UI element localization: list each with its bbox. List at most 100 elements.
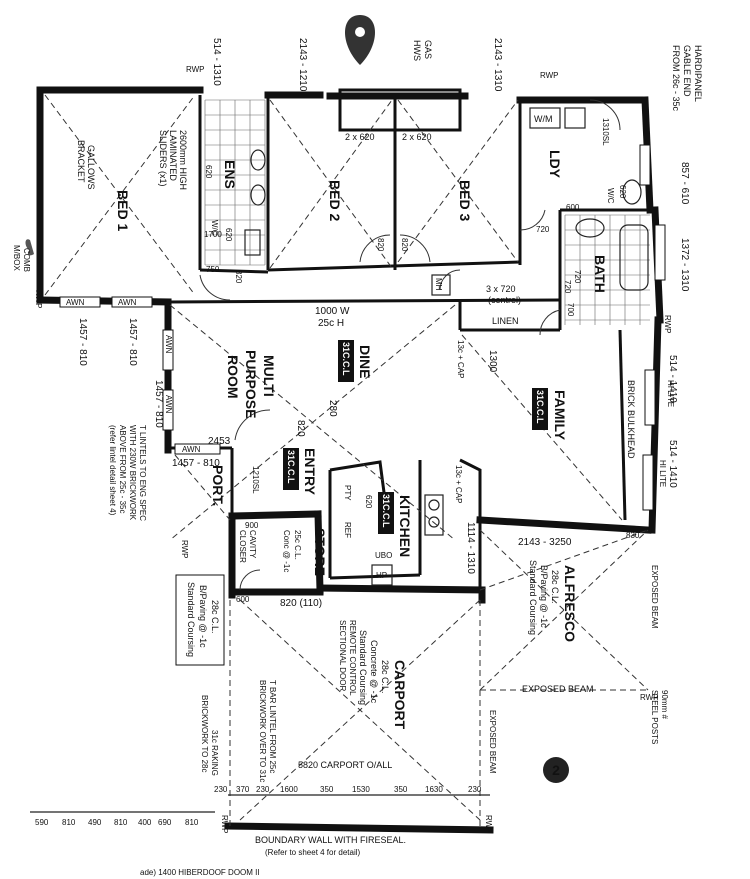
dimensions: 514 - 1310 2143 - 1210 2143 - 1310 1310S… — [77, 38, 690, 609]
dim-1210sl: 1210SL — [251, 466, 260, 494]
dim-720-bath: 720 — [573, 270, 582, 284]
boundary-2: (Refer to sheet 4 for detail) — [265, 848, 360, 857]
raking-2: BRICKWORK TO 28c — [200, 695, 209, 773]
dim-2143-1310: 2143 - 1310 — [492, 38, 503, 92]
rwp-4: RWP — [663, 315, 672, 334]
dim-1114-1310: 1114 - 1310 — [465, 522, 476, 574]
awn-5: AWN — [182, 445, 201, 454]
bottom-cut-text: ade) 1400 HIBERDOOF DOOM II — [140, 868, 260, 877]
room-room: ROOM — [225, 355, 241, 399]
ceiling-kitchen: 31C.C.L — [381, 494, 391, 528]
tlintel-2: BRICKWORK OVER TO 31c — [258, 680, 267, 782]
dim-720-c: 720 — [563, 280, 572, 294]
ceiling-dine: 31C.C.L — [341, 342, 351, 376]
dim-1457-810-c: 1457 - 810 — [153, 380, 164, 428]
location-marker-icon — [345, 15, 375, 65]
dim-620-wc2: 620 — [618, 185, 627, 199]
carport-oall: 5820 CARPORT O/ALL — [298, 760, 392, 770]
awn-4: AWN — [164, 395, 173, 414]
room-entry: ENTRY — [302, 448, 318, 496]
sliders-1: 2600mm HIGH — [178, 130, 188, 190]
dim-820-bed2: 820 — [376, 238, 385, 252]
dim-900: 900 — [245, 521, 259, 530]
hardipanel-1: HARDIPANEL — [693, 45, 703, 102]
lintels-1: T LINTELS TO ENG SPEC — [138, 425, 147, 521]
ldim-6: 810 — [185, 818, 199, 827]
hi-lite-1: HI LITE — [666, 380, 675, 407]
ceiling-lines — [44, 94, 649, 826]
dim-1457-810-a: 1457 - 810 — [77, 318, 88, 366]
dim-280: 280 — [327, 400, 338, 417]
port-info-1: 28c C.L. — [210, 600, 220, 634]
room-multi: MULTI — [261, 355, 277, 397]
bath-tiles — [564, 214, 650, 325]
awn-2: AWN — [118, 298, 137, 307]
ensuite-tiles — [204, 99, 266, 266]
dim-620-pty: 620 — [364, 495, 373, 509]
brick-bulkhead: BRICK BULKHEAD — [626, 380, 636, 459]
steel-posts-1: 90mm # — [660, 690, 669, 719]
cap-2: 13c + CAP — [454, 465, 463, 503]
dim-830: 830 — [626, 531, 640, 540]
dim-600-store: 600 — [236, 595, 250, 604]
bdim-8: 230 — [468, 785, 482, 794]
dim-25ch: 25c H — [318, 318, 344, 329]
dim-820-bed3: 820 — [400, 238, 409, 252]
label-centrel: 3 x 720 — [486, 284, 516, 294]
port-info-2: B/Paving @ -1c — [198, 585, 208, 648]
dim-820-110: 820 (110) — [280, 598, 322, 609]
label-linen: LINEN — [492, 316, 519, 326]
awn-3: AWN — [164, 335, 173, 354]
room-bed1: BED 1 — [115, 190, 131, 231]
dim-700: 700 — [566, 303, 575, 317]
dim-857-610: 857 - 610 — [679, 162, 690, 205]
bdim-2: 230 — [256, 785, 270, 794]
lintels-3: ABOVE FROM 25c - 35c — [118, 425, 127, 513]
label-ubo: UBO — [375, 551, 392, 560]
dim-620-ens: 620 — [204, 165, 213, 179]
remote-1: REMOTE CONTROL — [348, 620, 357, 696]
dim-1310sl: 1310SL — [601, 118, 610, 146]
port-info-3: Standard Coursing — [186, 582, 196, 657]
dim-1457-810-b: 1457 - 810 — [127, 318, 138, 366]
carport-info-3: Standard Coursing — [358, 630, 368, 705]
dim-1000w: 1000 W — [315, 306, 350, 317]
store-ceil-1: 25c C.L. — [293, 530, 302, 560]
gallows-1: GALLOWS — [86, 145, 96, 190]
compass-label: 2 — [552, 762, 560, 778]
steel-posts-2: STEEL POSTS — [650, 690, 659, 744]
bottom-dimension-chain: 230 370 230 1600 350 1530 350 1630 230 — [214, 785, 490, 796]
ldim-3: 810 — [114, 818, 128, 827]
label-pty: PTY — [343, 485, 352, 501]
dim-820-a: 820 — [234, 270, 243, 284]
label-wm: W/M — [534, 114, 553, 124]
exposed-beam-h: EXPOSED BEAM — [522, 684, 594, 694]
dim-514-1410-b: 514 - 1410 — [667, 440, 678, 488]
bdim-3: 1600 — [280, 785, 298, 794]
exposed-beam-v2: EXPOSED BEAM — [488, 710, 497, 774]
bdim-7: 1630 — [425, 785, 443, 794]
rwp-3: RWP — [34, 290, 43, 309]
bdim-1: 370 — [236, 785, 250, 794]
carport-info-2: Concrete @ -1c — [369, 640, 379, 704]
bdim-6: 350 — [394, 785, 408, 794]
room-ldy: LDY — [547, 150, 563, 179]
ceiling-entry: 31C.C.L — [286, 450, 296, 484]
room-purpose: PURPOSE — [243, 350, 259, 418]
bdim-4: 350 — [320, 785, 334, 794]
dim-1300: 1300 — [487, 350, 498, 373]
tlintel-1: T BAR LINTEL FROM 25c — [268, 680, 277, 773]
dim-2453: 2453 — [208, 436, 231, 447]
lintels-2: WITH 230W BRICKWORK — [128, 425, 137, 521]
lintels-4: (refer lintel detail sheet 4) — [108, 425, 117, 516]
room-dine: DINE — [357, 345, 373, 378]
cavity-1: CAVITY — [248, 530, 257, 559]
room-carport: CARPORT — [392, 660, 408, 730]
dim-820-entry: 820 — [295, 420, 306, 437]
dim-514-1410-a: 514 - 1410 — [667, 355, 678, 403]
dim-2143-3250: 2143 - 3250 — [518, 537, 572, 548]
rwp-6: RWP — [640, 693, 659, 702]
dim-720: 720 — [536, 225, 550, 234]
comb-1: COMB — [22, 248, 31, 272]
